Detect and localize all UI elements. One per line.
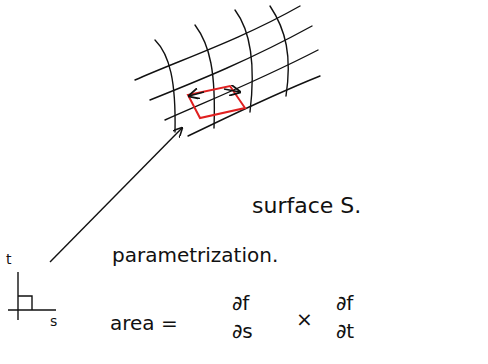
grid-curves — [135, 6, 320, 136]
axis-label: t — [6, 252, 12, 267]
formula-numerator: ∂f — [336, 292, 353, 314]
formula-denominator: ∂t — [336, 320, 354, 342]
formula-text: area = — [110, 312, 178, 334]
note-text: parametrization. — [112, 244, 278, 266]
formula-operator: × — [296, 308, 313, 330]
axis-label: s — [50, 314, 57, 329]
formula-denominator: ∂s — [232, 320, 253, 342]
patch-outline — [188, 86, 245, 118]
surface-label: surface S. — [252, 194, 361, 218]
tangent-arrows — [189, 89, 240, 96]
formula-numerator: ∂f — [232, 292, 249, 314]
parameter-axes — [8, 272, 56, 320]
map-arrow — [50, 128, 182, 262]
